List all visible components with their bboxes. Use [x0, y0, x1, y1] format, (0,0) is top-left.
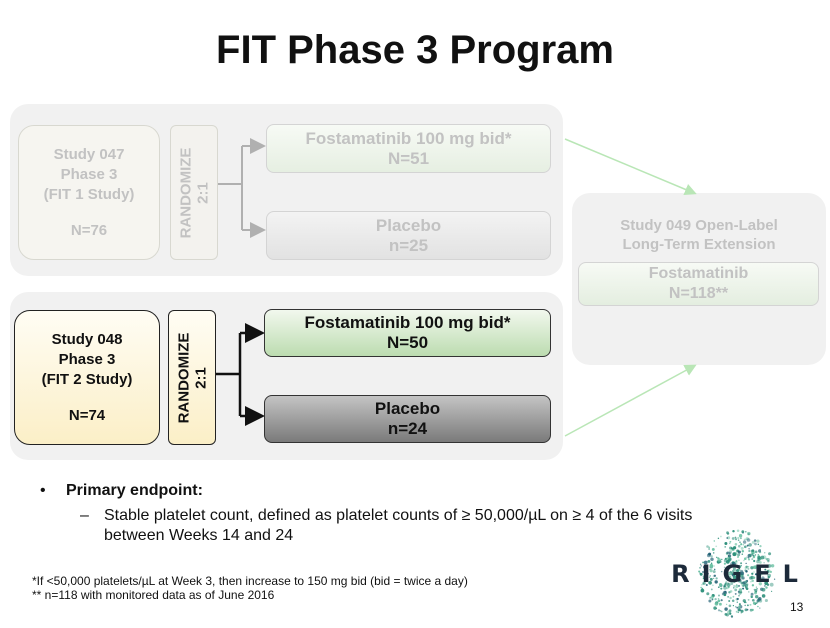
- study-047-phase: Phase 3: [60, 165, 118, 183]
- study-047-placebo-arm-name: Placebo: [375, 215, 442, 235]
- study-048-placebo-arm: Placebo n=24: [264, 395, 551, 443]
- study-048-n: N=74: [68, 406, 106, 424]
- study-047-box: Study 047 Phase 3 (FIT 1 Study) N=76: [18, 125, 160, 260]
- study-048-phase: Phase 3: [58, 350, 116, 368]
- study-047-active-arm-n: N=51: [387, 148, 430, 168]
- study-048-active-arm-name: Fostamatinib 100 mg bid*: [304, 313, 511, 332]
- study-048-bracket: [216, 323, 265, 426]
- study-048-title: Study 048: [51, 330, 123, 348]
- footnote-2: ** n=118 with monitored data as of June …: [32, 588, 275, 602]
- study-047-n: N=76: [70, 221, 108, 239]
- study-047-placebo-arm-n: n=25: [388, 235, 429, 255]
- connector-048-to-049: [564, 364, 697, 437]
- study-048-box: Study 048 Phase 3 (FIT 2 Study) N=74: [14, 310, 160, 445]
- study-048-name: (FIT 2 Study): [41, 370, 133, 388]
- study-049-heading: Study 049 Open-Label Long-Term Extension: [572, 216, 826, 254]
- page-title: FIT Phase 3 Program: [216, 28, 614, 72]
- study-049-subtitle: Long-Term Extension: [622, 236, 776, 253]
- rigel-logo-text: RIGEL: [671, 560, 810, 588]
- footnote-1: *If <50,000 platelets/µL at Week 3, then…: [32, 574, 468, 588]
- study-048-placebo-arm-n: n=24: [387, 419, 428, 438]
- study-047-active-arm-name: Fostamatinib 100 mg bid*: [305, 128, 512, 148]
- study-048-active-arm-n: N=50: [386, 333, 429, 352]
- primary-endpoint-bullet: •Primary endpoint:: [40, 482, 203, 499]
- rigel-logo-icon: [698, 529, 776, 618]
- study-048-randomize-label: RANDOMIZE: [175, 332, 193, 423]
- study-048-placebo-arm-name: Placebo: [374, 399, 441, 418]
- study-047-active-arm: Fostamatinib 100 mg bid* N=51: [266, 124, 551, 173]
- study-048-randomize-box: RANDOMIZE 2:1: [168, 310, 216, 445]
- study-049-arm-name: Fostamatinib: [648, 265, 749, 282]
- endpoint-definition-line1: Stable platelet count, defined as platel…: [104, 507, 693, 524]
- study-048-active-arm: Fostamatinib 100 mg bid* N=50: [264, 309, 551, 357]
- study-049-title: Study 049 Open-Label: [620, 217, 778, 234]
- page-number: 13: [790, 600, 804, 614]
- study-047-title: Study 047: [53, 145, 125, 163]
- primary-endpoint-label: Primary endpoint:: [66, 482, 203, 499]
- study-047-randomize-box: RANDOMIZE 2:1: [170, 125, 218, 260]
- study-047-ratio: 2:1: [194, 181, 212, 204]
- study-047-name: (FIT 1 Study): [43, 185, 135, 203]
- study-047-bracket: [218, 138, 266, 238]
- study-047-randomize-label: RANDOMIZE: [177, 147, 195, 238]
- study-049-arm-n: N=118**: [668, 285, 729, 302]
- study-048-ratio: 2:1: [192, 366, 210, 389]
- study-047-placebo-arm: Placebo n=25: [266, 211, 551, 260]
- footnotes: *If <50,000 platelets/µL at Week 3, then…: [32, 574, 468, 602]
- endpoint-definition-line2: between Weeks 14 and 24: [104, 527, 294, 544]
- study-049-arm: Fostamatinib N=118**: [578, 262, 819, 306]
- connector-047-to-049: [564, 138, 697, 196]
- endpoint-definition: – Stable platelet count, defined as plat…: [80, 507, 693, 544]
